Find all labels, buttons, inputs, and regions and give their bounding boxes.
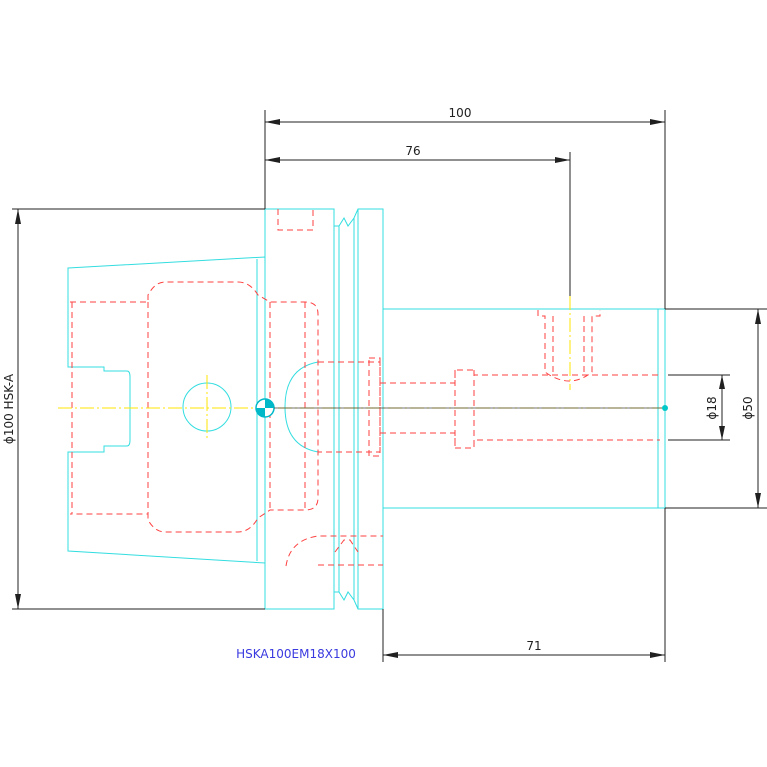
dim-shank-diameter-text: ϕ50 — [741, 396, 755, 419]
shank-bore-hidden — [380, 369, 660, 384]
shank-bore-hidden-bottom — [380, 432, 660, 449]
dim-overall-length-text: 100 — [449, 106, 472, 120]
set-screw-hole — [537, 310, 601, 382]
dim-shank-length: 71 — [382, 508, 666, 662]
dim-shank-length-text: 71 — [526, 639, 541, 653]
dim-screw-position-text: 76 — [405, 144, 420, 158]
flange-bore-step — [368, 357, 381, 457]
flange-bottom-detail — [285, 535, 383, 567]
center-lines — [58, 296, 668, 440]
tool-outline — [67, 208, 666, 610]
flange-bore-hidden — [318, 361, 381, 453]
dim-bore-diameter: ϕ18 — [668, 374, 730, 441]
hsk-taper-outline — [67, 256, 266, 564]
dim-shank-diameter: ϕ50 — [665, 308, 767, 509]
end-marker-icon — [662, 405, 668, 411]
dim-flange-diameter-text: ϕ100 HSK-A — [2, 373, 16, 444]
dim-flange-diameter: ϕ100 HSK-A — [2, 208, 265, 610]
dimensions: 100 76 71 ϕ100 HSK-A — [2, 106, 767, 662]
dim-bore-diameter-text: ϕ18 — [705, 396, 719, 419]
nose-arc — [284, 361, 319, 453]
dim-overall-length: 100 — [264, 106, 666, 309]
dim-screw-position: 76 — [265, 144, 571, 296]
taper-cavity-hidden — [70, 281, 319, 533]
axis-markers — [255, 398, 668, 418]
origin-marker-fill — [256, 399, 274, 417]
flange-outline — [264, 208, 384, 610]
flange-top-notch — [277, 209, 314, 231]
part-number-label: HSKA100EM18X100 — [236, 647, 356, 661]
